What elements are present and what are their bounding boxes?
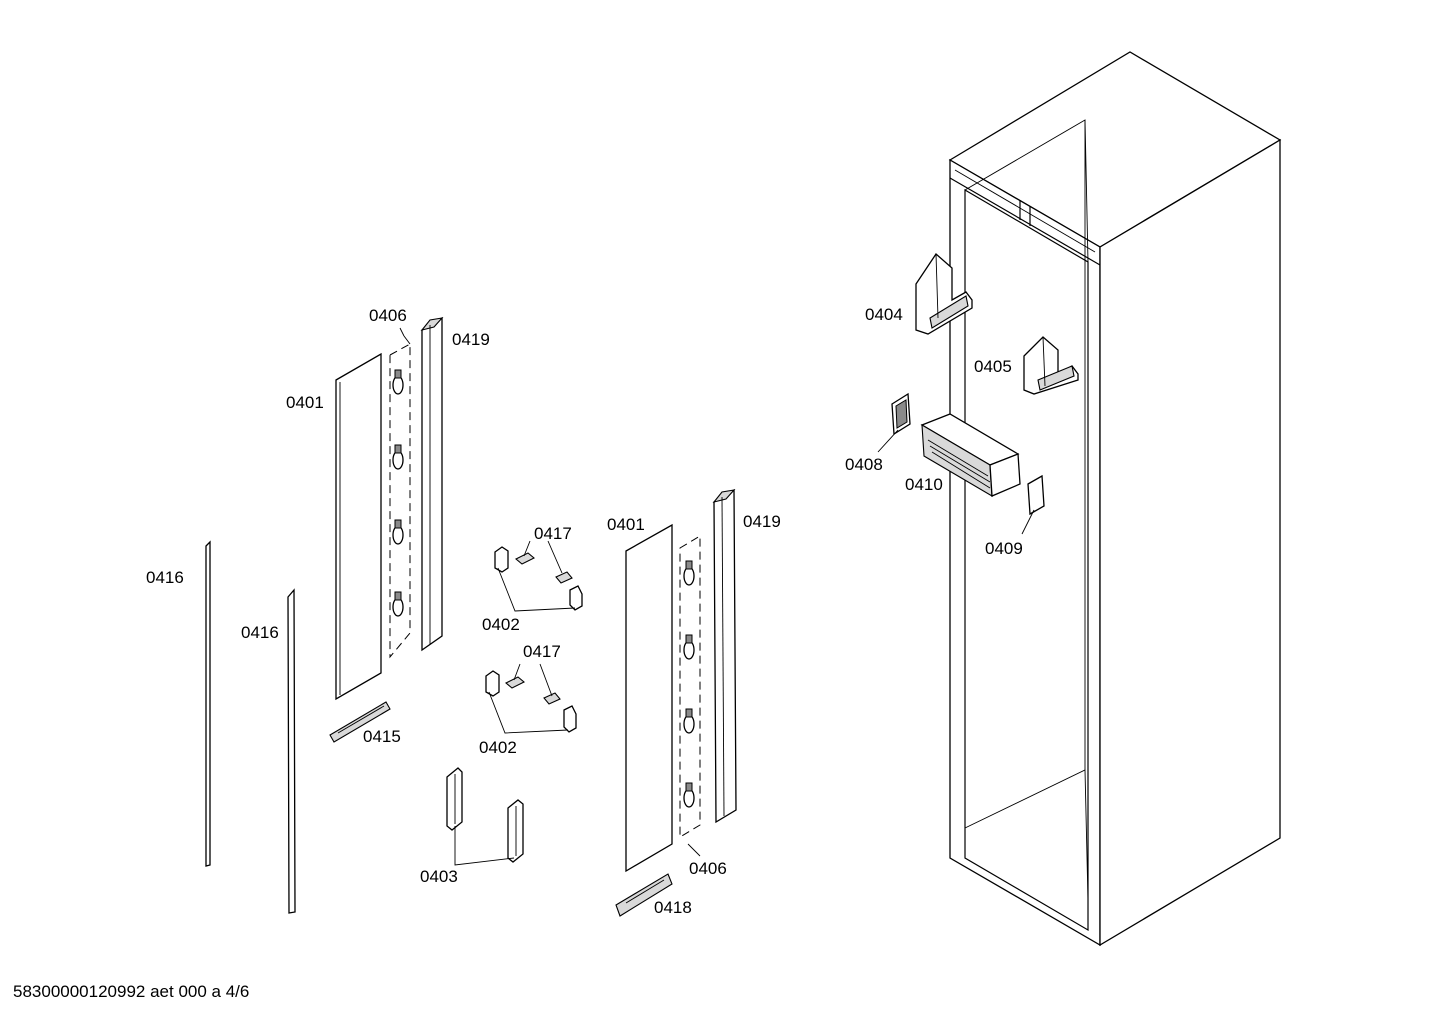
hinge-strip-left <box>389 335 411 659</box>
label-0401-right: 0401 <box>607 515 645 534</box>
hinge-strip-right <box>679 535 701 838</box>
label-0410: 0410 <box>905 475 943 494</box>
bracket-0403 <box>446 767 524 866</box>
gasket-rod-1 <box>205 540 211 867</box>
label-0401-left: 0401 <box>286 393 324 412</box>
label-0404: 0404 <box>865 305 903 324</box>
label-0419-left: 0419 <box>452 330 490 349</box>
label-0416-second: 0416 <box>241 623 279 642</box>
cover-0408 <box>877 392 911 453</box>
label-0416-first: 0416 <box>146 568 184 587</box>
bracket-0415 <box>329 701 391 743</box>
bracket-set-upper <box>494 540 583 612</box>
door-panel-left <box>335 352 382 701</box>
label-0418: 0418 <box>654 898 692 917</box>
label-0403: 0403 <box>420 867 458 886</box>
label-0406-left: 0406 <box>369 306 407 325</box>
hinge-cover-0404 <box>915 253 973 335</box>
label-0415: 0415 <box>363 727 401 746</box>
trim-strip-right <box>712 488 737 824</box>
label-0402-lower: 0402 <box>479 738 517 757</box>
gasket-rod-2 <box>287 588 296 914</box>
label-0417-lower: 0417 <box>523 642 561 661</box>
document-id: 58300000120992 aet 000 a 4/6 <box>13 982 249 1001</box>
label-0417-upper: 0417 <box>534 524 572 543</box>
label-0402-upper: 0402 <box>482 615 520 634</box>
bracket-0418 <box>615 873 673 917</box>
control-housing-0410 <box>920 413 1021 498</box>
label-0406-right: 0406 <box>689 859 727 878</box>
cabinet <box>948 51 1282 947</box>
leader-lines <box>399 327 701 857</box>
label-0419-right: 0419 <box>743 512 781 531</box>
door-panel-right <box>625 523 673 873</box>
part-labels: 0401 0406 0419 0416 0416 0415 0417 0402 … <box>146 305 1023 917</box>
hinge-cover-0405 <box>1023 336 1079 395</box>
trim-strip-left <box>420 316 444 652</box>
bracket-set-lower <box>485 663 577 734</box>
cover-0409 <box>1021 474 1045 535</box>
label-0408: 0408 <box>845 455 883 474</box>
label-0405: 0405 <box>974 357 1012 376</box>
label-0409: 0409 <box>985 539 1023 558</box>
